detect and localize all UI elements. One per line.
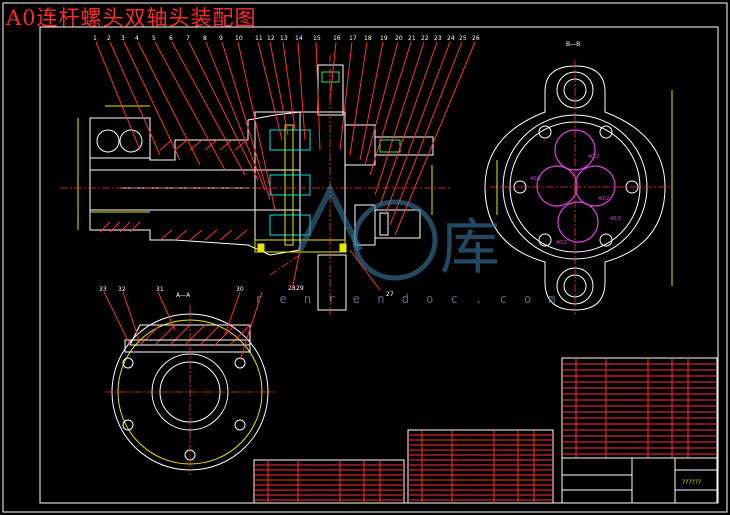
part-number-26: 26 bbox=[472, 35, 480, 42]
part-number-29: 29 bbox=[296, 285, 304, 292]
part-number-9: 9 bbox=[219, 35, 223, 42]
drawing-title: A0连杆螺头双轴头装配图 bbox=[6, 6, 257, 30]
svg-text:40/2: 40/2 bbox=[556, 240, 567, 246]
title-block: ?????? bbox=[561, 457, 718, 504]
svg-text:40/2: 40/2 bbox=[598, 196, 609, 202]
part-number-5: 5 bbox=[152, 35, 156, 42]
part-number-30: 30 bbox=[236, 286, 244, 293]
watermark-text: r e n r e n d o c . c o m bbox=[255, 292, 561, 306]
part-number-25: 25 bbox=[459, 35, 467, 42]
watermark-glyph: 库 bbox=[440, 213, 500, 283]
part-number-6: 6 bbox=[169, 35, 173, 42]
main-section-view bbox=[60, 55, 450, 315]
parts-list-2 bbox=[407, 429, 554, 504]
leader-lines bbox=[95, 41, 476, 291]
part-number-20: 20 bbox=[395, 35, 403, 42]
part-number-2: 2 bbox=[107, 35, 111, 42]
view-a-a bbox=[103, 291, 275, 475]
bore-hole-2 bbox=[119, 129, 143, 153]
gear-circle-2 bbox=[536, 165, 578, 207]
part-number-7: 7 bbox=[186, 35, 190, 42]
bore-hole-1 bbox=[96, 129, 120, 153]
part-number-33: 33 bbox=[99, 286, 107, 293]
svg-text:40/2: 40/2 bbox=[610, 216, 621, 222]
part-number-1: 1 bbox=[93, 35, 97, 42]
part-number-23: 23 bbox=[434, 35, 442, 42]
part-number-16: 16 bbox=[333, 35, 341, 42]
gear-circle-4 bbox=[557, 201, 599, 243]
section-label-aa: A—A bbox=[176, 292, 191, 299]
svg-text:40/2: 40/2 bbox=[588, 154, 599, 160]
part-number-19: 19 bbox=[380, 35, 388, 42]
parts-list-3 bbox=[561, 357, 718, 459]
part-number-3: 3 bbox=[121, 35, 125, 42]
svg-text:40/2: 40/2 bbox=[530, 176, 541, 182]
part-number-24: 24 bbox=[447, 35, 455, 42]
part-number-15: 15 bbox=[313, 35, 321, 42]
part-number-22: 22 bbox=[421, 35, 429, 42]
part-number-18: 18 bbox=[364, 35, 372, 42]
parts-list-1 bbox=[253, 459, 405, 504]
bb-plate-outline bbox=[484, 65, 666, 311]
part-number-10: 10 bbox=[235, 35, 243, 42]
part-number-13: 13 bbox=[280, 35, 288, 42]
part-number-12: 12 bbox=[267, 35, 275, 42]
section-label-bb: B—B bbox=[566, 41, 580, 48]
part-number-11: 11 bbox=[255, 35, 263, 42]
part-number-21: 21 bbox=[408, 35, 416, 42]
part-number-14: 14 bbox=[295, 35, 303, 42]
bore-block bbox=[89, 117, 151, 159]
svg-text:??????: ?????? bbox=[682, 479, 701, 486]
part-number-31: 31 bbox=[156, 286, 164, 293]
part-number-17: 17 bbox=[349, 35, 357, 42]
part-number-4: 4 bbox=[135, 35, 139, 42]
part-number-27: 27 bbox=[386, 291, 394, 298]
view-b-b: 40/2 40/2 40/2 40/2 40/2 bbox=[484, 60, 673, 315]
part-number-8: 8 bbox=[203, 35, 207, 42]
part-number-32: 32 bbox=[118, 286, 126, 293]
